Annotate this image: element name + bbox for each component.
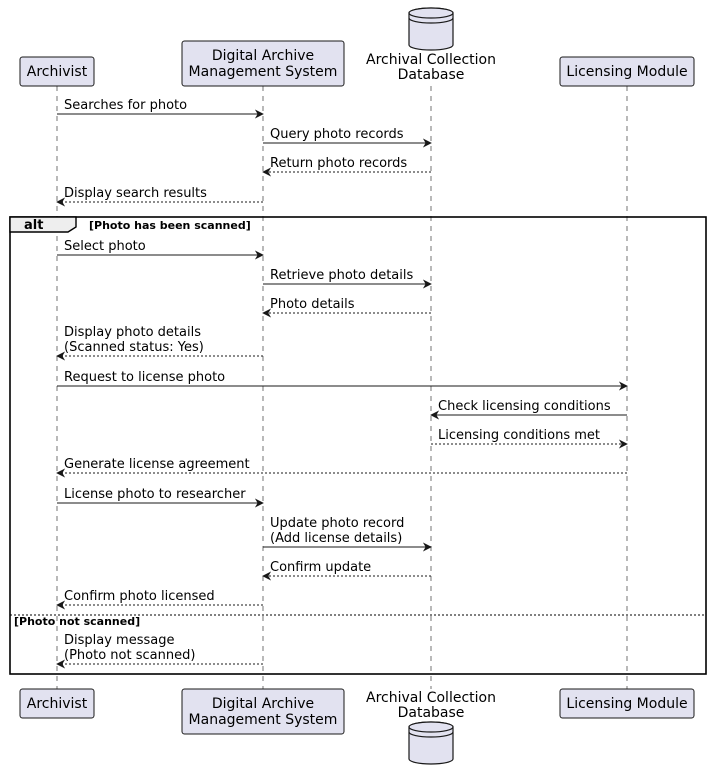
message-9: Request to license photo: [57, 370, 628, 391]
message-16: Confirm photo licensed: [56, 589, 263, 610]
participant-archivist-bottom: Archivist: [19, 688, 95, 719]
message-13: License photo to researcher: [57, 487, 264, 508]
message-label: Display message: [64, 633, 174, 648]
participant-label: Licensing Module: [566, 696, 687, 712]
message-5: Select photo: [57, 239, 264, 260]
message-6: Retrieve photo details: [263, 268, 432, 289]
participant-archivist-top: Archivist: [19, 56, 95, 87]
alt-keyword: alt: [24, 218, 43, 233]
else-guard-condition: [Photo not scanned]: [14, 615, 140, 628]
message-label: (Scanned status: Yes): [64, 340, 204, 355]
message-2: Query photo records: [263, 127, 432, 148]
message-3: Return photo records: [262, 156, 431, 177]
message-15: Confirm update: [262, 560, 431, 581]
participant-licensing-top: Licensing Module: [559, 56, 695, 87]
message-label: Update photo record: [270, 516, 404, 531]
participant-label: Archivist: [27, 696, 88, 712]
participant-label: Management System: [189, 64, 338, 80]
participant-label: Archival Collection: [366, 52, 496, 68]
message-label: Display search results: [64, 186, 207, 201]
message-label: Photo details: [270, 297, 355, 312]
message-label: Generate license agreement: [64, 457, 250, 472]
message-label: Select photo: [64, 239, 146, 254]
participant-label: Licensing Module: [566, 64, 687, 80]
participant-box: [181, 40, 345, 87]
message-label: Return photo records: [270, 156, 407, 171]
participant-label: Database: [398, 705, 465, 721]
message-10: Check licensing conditions: [430, 399, 627, 420]
participant-box: [559, 56, 695, 87]
alt-frame: alt [Photo has been scanned] [Photo not sc…: [9, 216, 707, 675]
message-label: Retrieve photo details: [270, 268, 413, 283]
message-12: Generate license agreement: [56, 457, 627, 478]
message-8: Display photo details(Scanned status: Ye…: [56, 325, 263, 361]
message-label: Licensing conditions met: [438, 428, 600, 443]
message-label: Confirm photo licensed: [64, 589, 215, 604]
participant-label: Management System: [189, 712, 338, 728]
database-icon-top: [408, 7, 454, 19]
participant-licensing-bottom: Licensing Module: [559, 688, 695, 719]
message-1: Searches for photo: [57, 98, 264, 119]
message-4: Display search results: [56, 186, 263, 207]
message-label: License photo to researcher: [64, 487, 246, 502]
message-label: Confirm update: [270, 560, 371, 575]
message-label: Request to license photo: [64, 370, 225, 385]
message-label: Searches for photo: [64, 98, 187, 113]
message-label: (Add license details): [270, 531, 402, 546]
participant-label: Digital Archive: [212, 48, 314, 64]
message-11: Licensing conditions met: [431, 428, 628, 449]
message-label: (Photo not scanned): [64, 648, 195, 663]
message-7: Photo details: [262, 297, 431, 318]
participant-label: Archivist: [27, 64, 88, 80]
participant-box: [181, 688, 345, 735]
message-label: Query photo records: [270, 127, 404, 142]
message-17: Display message(Photo not scanned): [56, 633, 263, 669]
alt-frame-tab: [9, 216, 77, 233]
participant-label: Archival Collection: [366, 690, 496, 706]
message-14: Update photo record(Add license details): [263, 516, 432, 552]
message-label: Display photo details: [64, 325, 201, 340]
database-icon-top: [408, 721, 454, 733]
participant-box: [19, 56, 95, 87]
alt-frame-border: [9, 216, 707, 675]
alt-guard-condition: [Photo has been scanned]: [89, 219, 251, 232]
participant-box: [19, 688, 95, 719]
participant-box: [559, 688, 695, 719]
participant-label: Digital Archive: [212, 696, 314, 712]
message-label: Check licensing conditions: [438, 399, 611, 414]
participant-label: Database: [398, 67, 465, 83]
